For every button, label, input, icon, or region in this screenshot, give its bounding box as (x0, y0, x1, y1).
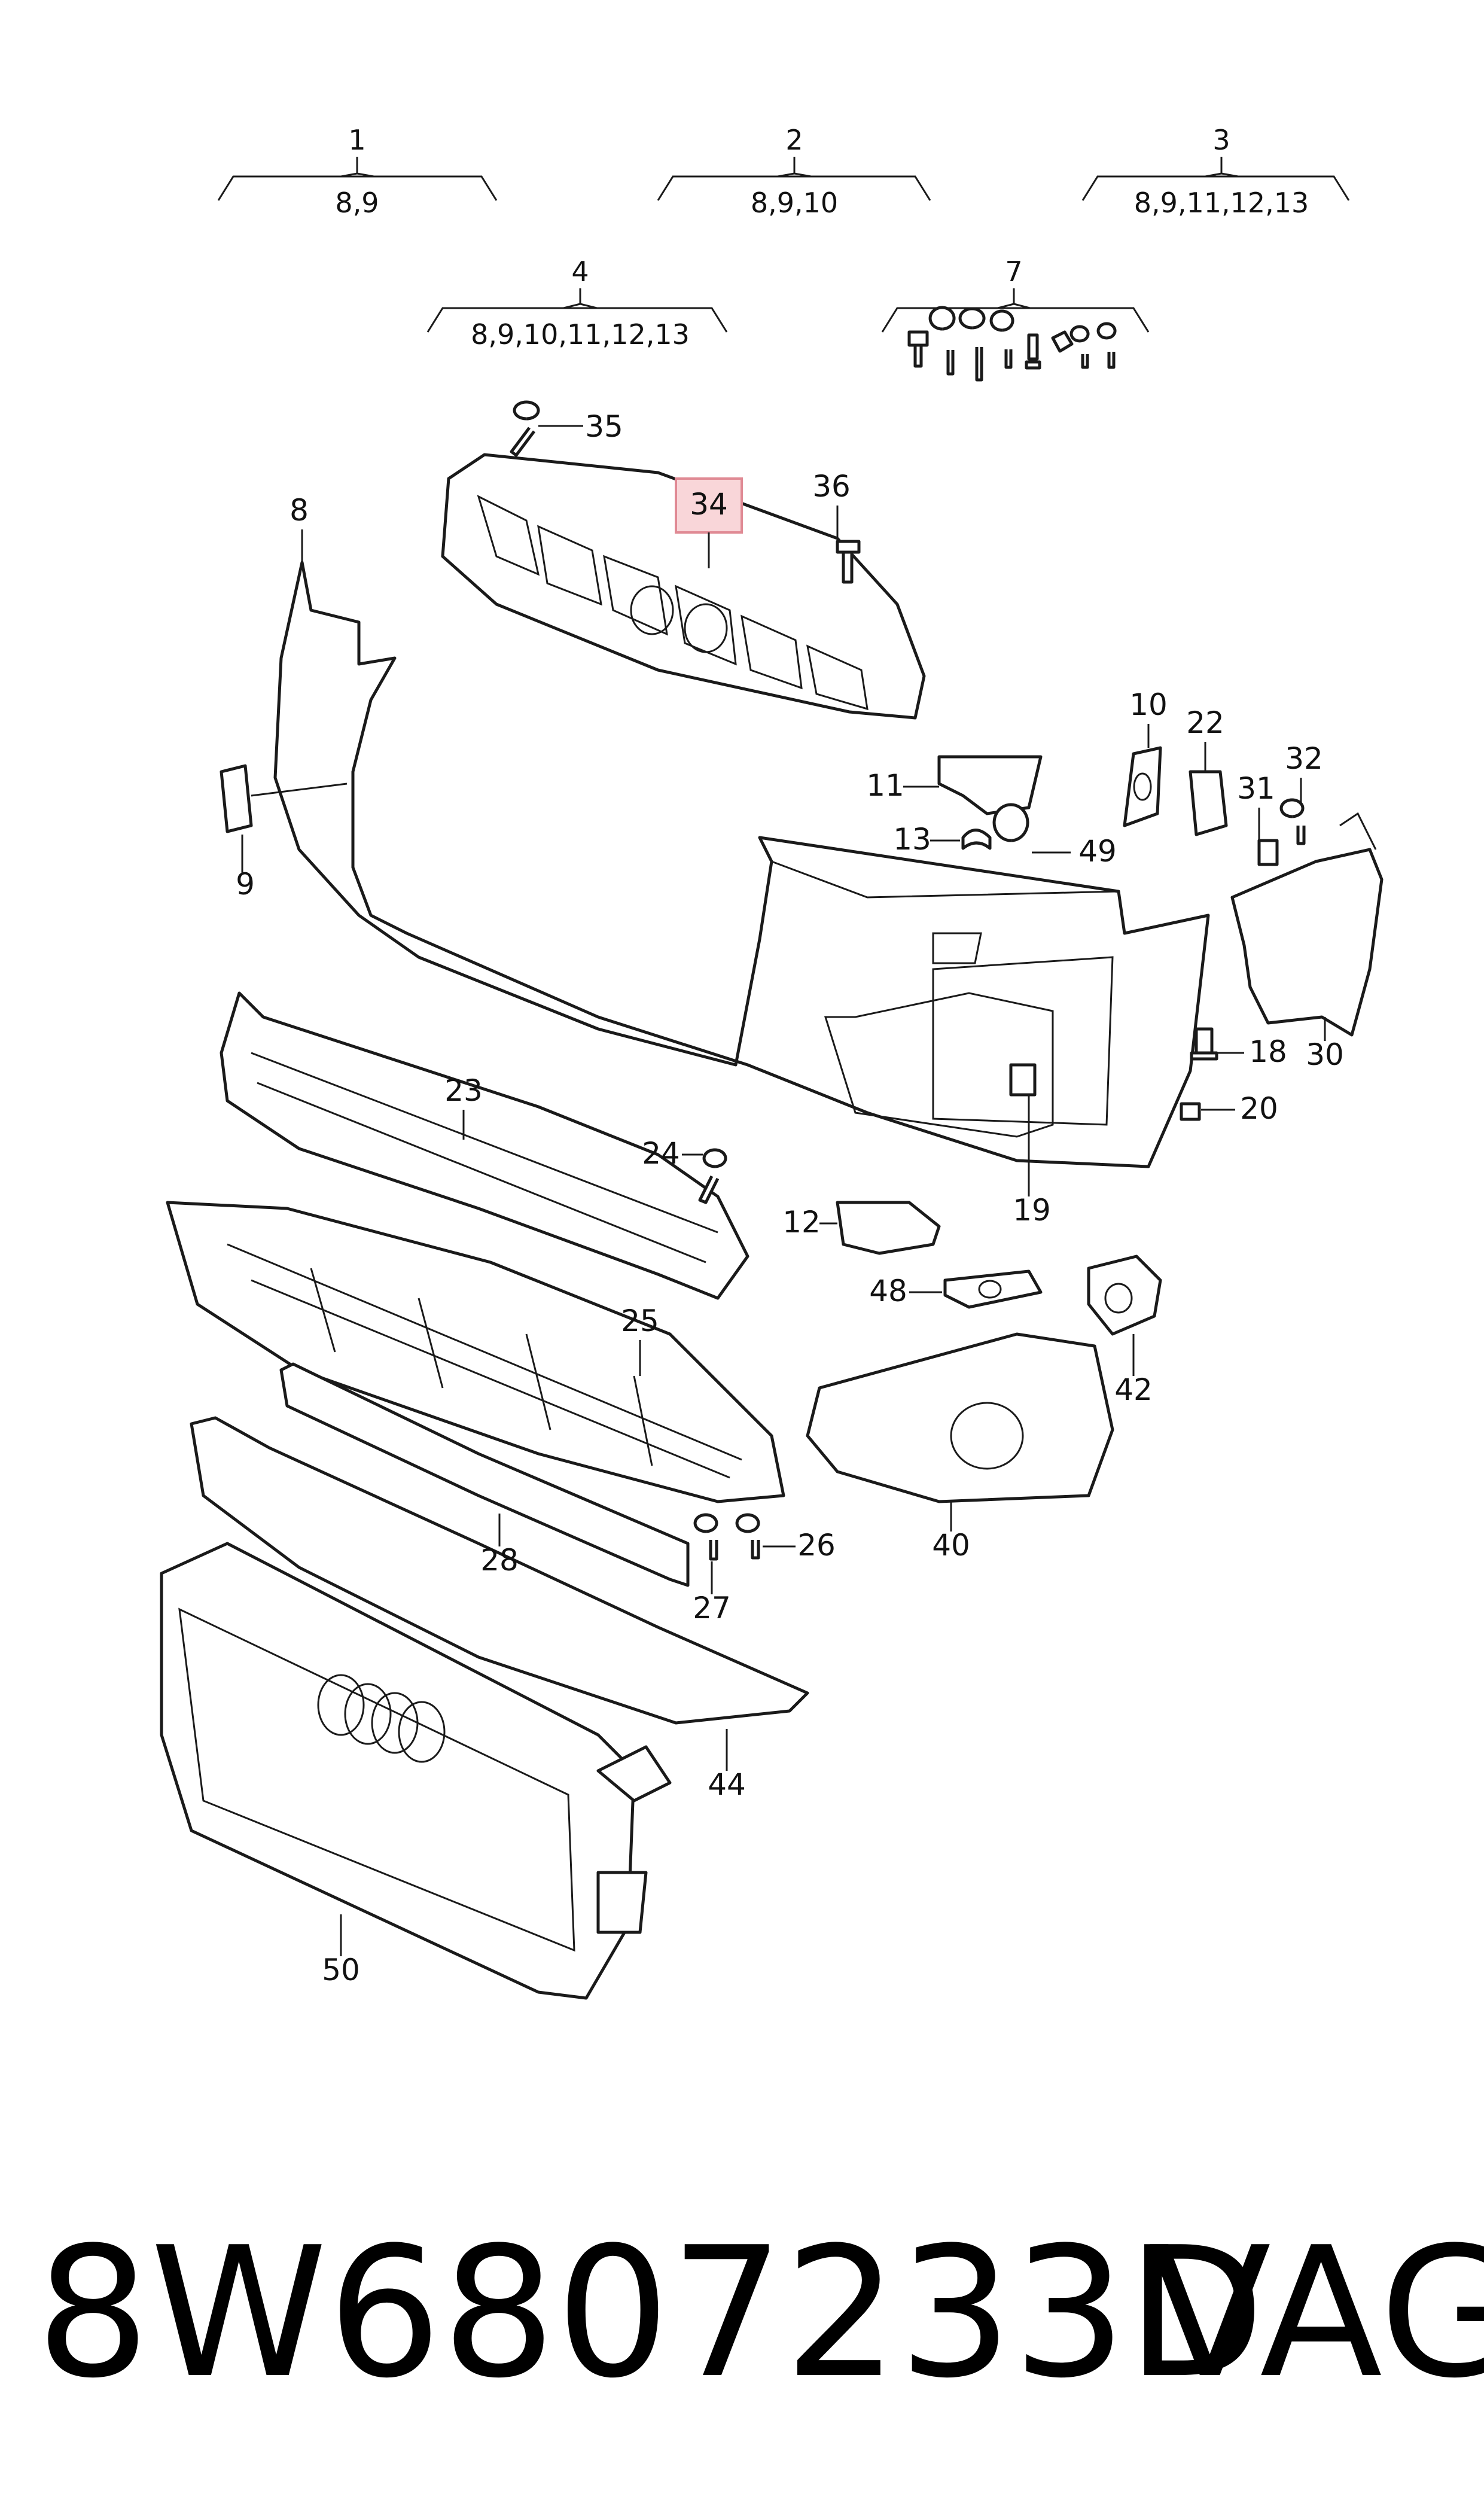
callout-25: 25 (621, 1304, 659, 1338)
callout-26: 26 (797, 1528, 836, 1563)
callout-49: 49 (1078, 834, 1117, 869)
callout-13: 13 (893, 822, 931, 857)
screw-32-icon (1279, 798, 1306, 845)
radiator-grille-50-part (160, 1542, 672, 2000)
bumper-cover-part (273, 561, 1210, 1168)
callout-19: 19 (1013, 1193, 1051, 1228)
callout-50: 50 (322, 1953, 360, 1987)
callout-27: 27 (693, 1591, 731, 1625)
header-group-2: 2 8,9,10 (657, 124, 931, 219)
brand-text: VAG (1148, 2209, 1484, 2417)
header-group-7: 7 (881, 255, 1150, 382)
callout-42: 42 (1114, 1372, 1153, 1407)
group-parts: 8,9,10,11,12,13 (471, 318, 690, 351)
callout-32: 32 (1285, 741, 1323, 776)
group-parts: 8,9,11,12,13 (1134, 187, 1309, 219)
bracket-22-icon (1189, 770, 1228, 836)
upper-carrier-part (441, 453, 926, 720)
clip-20-icon (1180, 1102, 1201, 1121)
audi-rings-logo (317, 1674, 446, 1763)
fastener-set-icon (907, 306, 1117, 382)
callout-22: 22 (1186, 705, 1224, 740)
bracket-9-icon (220, 764, 253, 833)
callout-23: 23 (444, 1073, 483, 1108)
sensor-48-icon (943, 1269, 1043, 1309)
lower-carrier-23-part (220, 991, 749, 1300)
callout-labels: 8 9 10 11 12 13 18 19 20 22 23 24 25 26 … (236, 409, 1344, 1987)
callout-36: 36 (812, 469, 851, 504)
callout-20: 20 (1240, 1091, 1278, 1126)
callout-35: 35 (585, 409, 623, 444)
callout-24: 24 (642, 1136, 680, 1171)
header-group-4: 4 8,9,10,11,12,13 (426, 255, 728, 351)
clip-13-icon (961, 829, 992, 850)
cap-11-icon (937, 755, 1043, 815)
callout-12: 12 (782, 1205, 821, 1240)
trim-strip-28-part (279, 1362, 690, 1587)
callout-11: 11 (866, 768, 904, 803)
side-bracket-30-part (1230, 812, 1384, 1037)
screw-27-icon (693, 1513, 718, 1561)
header-group-3: 3 8,9,11,12,13 (1081, 124, 1350, 219)
header-group-1: 1 8,9 (217, 124, 498, 219)
callout-28: 28 (480, 1543, 519, 1578)
lip-spoiler-44-part (190, 1416, 809, 1725)
clip-31-icon (1257, 839, 1279, 866)
group-parts: 8,9,10 (751, 187, 838, 219)
bracket-19-icon (1009, 1063, 1037, 1097)
undertray-25-part (166, 1201, 785, 1503)
callout-18: 18 (1249, 1034, 1287, 1069)
group-number: 7 (1005, 255, 1022, 288)
bolt-24-icon (698, 1148, 727, 1204)
holder-42-icon (1087, 1255, 1162, 1336)
bolt-35-icon (510, 400, 540, 457)
highlight-box-34 (675, 477, 743, 534)
group-number: 2 (785, 124, 803, 156)
callout-8: 8 (290, 493, 309, 528)
callout-44: 44 (708, 1767, 746, 1802)
callout-31: 31 (1237, 771, 1275, 806)
callout-9: 9 (236, 867, 255, 902)
part-number-text: 8W6807233D (36, 2209, 1265, 2417)
callout-34: 34 (690, 487, 728, 522)
cap-12-icon (836, 1201, 941, 1255)
sensor-49-icon (992, 803, 1029, 842)
callout-10: 10 (1129, 687, 1168, 722)
screw-26-icon (735, 1513, 760, 1560)
callout-48: 48 (869, 1274, 907, 1308)
callout-30: 30 (1306, 1037, 1344, 1072)
callout-40: 40 (932, 1528, 970, 1563)
cover-10-icon (1123, 746, 1162, 827)
clip-18-icon (1190, 1027, 1218, 1061)
fog-grille-40-part (806, 1332, 1114, 1503)
group-number: 3 (1212, 124, 1230, 156)
group-number: 1 (348, 124, 365, 156)
group-parts: 8,9 (335, 187, 379, 219)
group-number: 4 (571, 255, 589, 288)
screw-36-icon (836, 540, 861, 584)
